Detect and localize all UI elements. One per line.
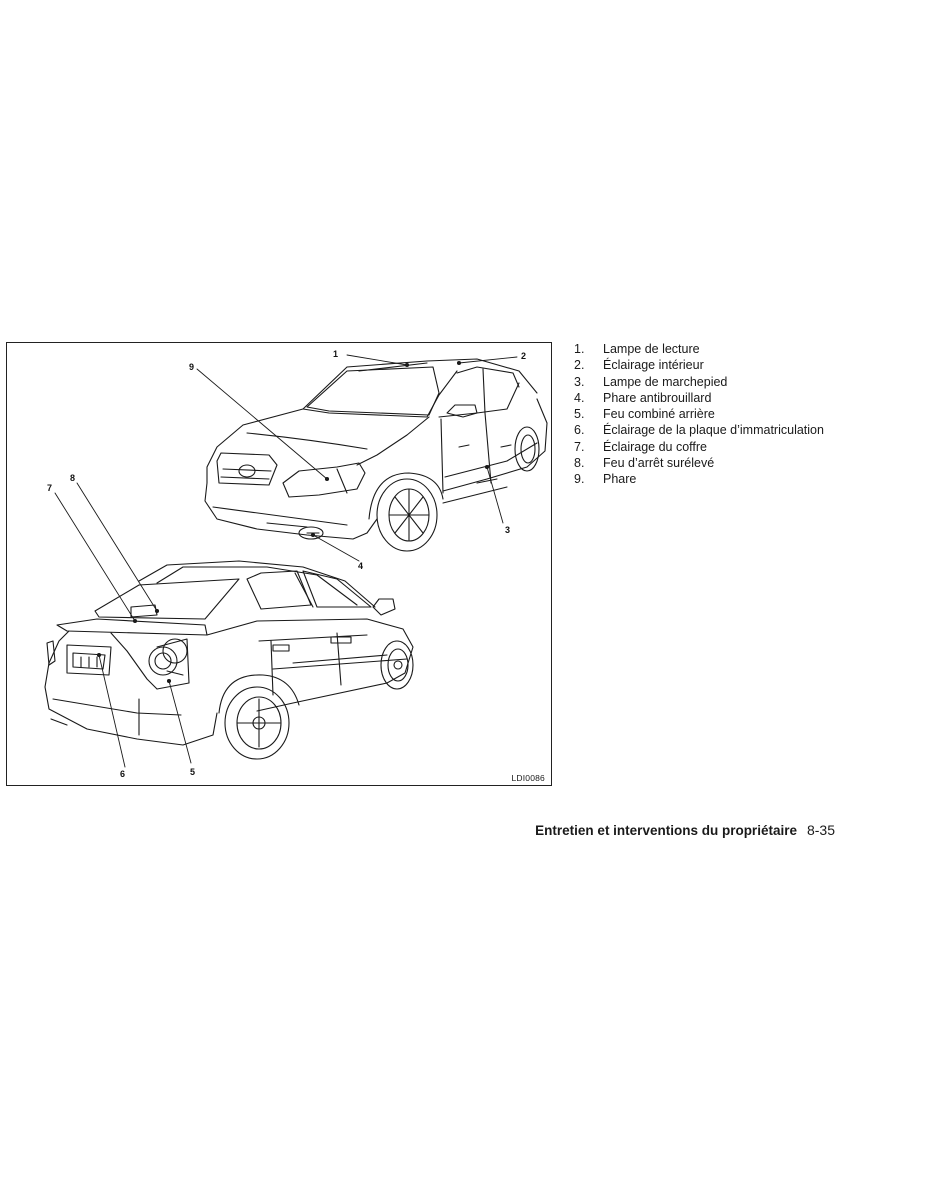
car-illustration: 1 2 3 4 5 6 7 8 9 — [44, 349, 548, 779]
legend-item: 5. Feu combiné arrière — [574, 406, 824, 422]
callout-numbers: 1 2 3 4 5 6 7 8 9 — [47, 349, 526, 779]
leader-6 — [98, 654, 126, 768]
legend-label: Feu combiné arrière — [603, 407, 715, 422]
legend-item: 8. Feu d’arrêt surélevé — [574, 455, 824, 471]
lights-legend: 1. Lampe de lecture 2. Éclairage intérieur… — [574, 341, 824, 488]
callout-6: 6 — [120, 769, 125, 779]
callout-3: 3 — [505, 525, 510, 535]
legend-number: 6. — [574, 423, 585, 438]
legend-item: 4. Phare antibrouillard — [574, 390, 824, 406]
section-title: Entretien et interventions du propriétai… — [535, 823, 797, 838]
legend-item: 6. Éclairage de la plaque d’immatriculati… — [574, 422, 824, 438]
leader-4 — [312, 534, 360, 562]
leader-1 — [346, 354, 408, 366]
legend-item: 9. Phare — [574, 471, 824, 487]
legend-number: 5. — [574, 407, 585, 422]
leader-5 — [168, 680, 192, 764]
legend-number: 7. — [574, 439, 585, 454]
legend-item: 1. Lampe de lecture — [574, 341, 824, 357]
legend-label: Phare antibrouillard — [603, 390, 712, 405]
callout-leaders — [54, 354, 518, 768]
figure-id: LDI0086 — [511, 773, 545, 783]
legend-label: Lampe de marchepied — [603, 374, 728, 389]
callout-1: 1 — [333, 349, 338, 359]
legend-number: 3. — [574, 374, 585, 389]
callout-5: 5 — [190, 767, 195, 777]
leader-3 — [486, 466, 504, 524]
callout-2: 2 — [521, 351, 526, 361]
legend-number: 4. — [574, 390, 585, 405]
legend-number: 1. — [574, 342, 585, 356]
legend-number: 2. — [574, 358, 585, 373]
rear-view-car — [44, 560, 414, 760]
legend-label: Éclairage intérieur — [603, 358, 704, 373]
front-view-car — [204, 358, 548, 552]
leader-7 — [54, 492, 136, 622]
callout-9: 9 — [189, 362, 194, 372]
vehicle-lights-diagram: 1 2 3 4 5 6 7 8 9 LDI0086 — [6, 342, 552, 786]
leader-8 — [76, 482, 158, 612]
legend-item: 2. Éclairage intérieur — [574, 357, 824, 373]
leader-2 — [458, 356, 518, 364]
legend-label: Éclairage du coffre — [603, 439, 707, 454]
page-footer: Entretien et interventions du propriétai… — [535, 822, 835, 838]
legend-label: Phare — [603, 472, 637, 487]
callout-8: 8 — [70, 473, 75, 483]
legend-item: 3. Lampe de marchepied — [574, 374, 824, 390]
legend-item: 7. Éclairage du coffre — [574, 439, 824, 455]
legend-number: 9. — [574, 472, 585, 487]
legend-label: Feu d’arrêt surélevé — [603, 456, 715, 471]
callout-4: 4 — [358, 561, 363, 571]
page-number: 8-35 — [806, 822, 835, 838]
legend-number: 8. — [574, 456, 585, 471]
leader-9 — [196, 368, 328, 480]
callout-7: 7 — [47, 483, 52, 493]
legend-label: Éclairage de la plaque d’immatriculation — [603, 423, 824, 438]
legend-label: Lampe de lecture — [603, 342, 700, 356]
